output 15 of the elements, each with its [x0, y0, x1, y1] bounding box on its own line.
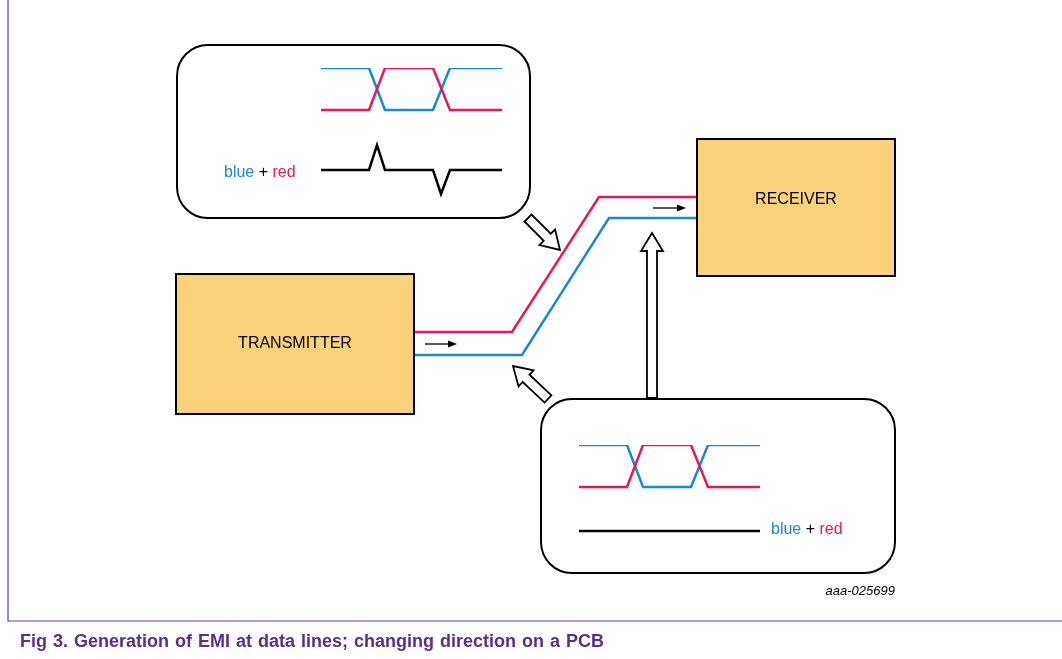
- callout-box: [176, 44, 531, 219]
- transmitter-block: [175, 273, 415, 415]
- block-label: TRANSMITTER: [237, 334, 353, 352]
- signal-trace: [415, 195, 696, 334]
- callout-box: [540, 398, 896, 574]
- legend-text: blue + red: [771, 520, 843, 538]
- figure-id: aaa-025699: [825, 583, 895, 598]
- figure-caption: Fig 3. Generation of EMI at data lines; changing direction on a PCB: [20, 631, 605, 652]
- hollow-arrow: [639, 231, 665, 399]
- hollow-arrow: [511, 364, 553, 404]
- hollow-arrow: [523, 213, 562, 252]
- block-label: RECEIVER: [754, 190, 838, 208]
- signal-trace: [415, 216, 696, 357]
- legend-text: blue + red: [224, 163, 296, 181]
- receiver-block: [696, 138, 896, 277]
